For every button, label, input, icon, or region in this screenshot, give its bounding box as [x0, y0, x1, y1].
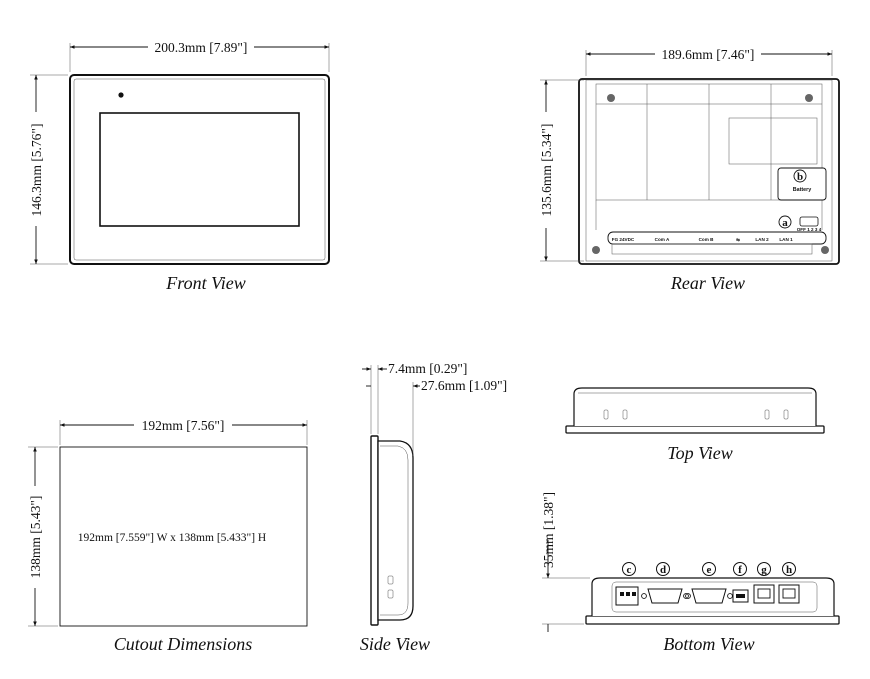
dip-switch: [799, 216, 819, 227]
battery-cover: [777, 167, 827, 201]
marker-g-icon: [757, 562, 771, 576]
side-view-caption: Side View: [360, 634, 430, 654]
rear-screw-icon: [607, 94, 615, 102]
side-bezel: [370, 435, 379, 626]
cutout-note: 192mm [7.559"] W x 138mm [5.433"] H: [78, 532, 266, 544]
db9-port-icon: [691, 588, 727, 604]
cutout-caption: Cutout Dimensions: [114, 634, 253, 654]
rear-screw-icon: [592, 246, 600, 254]
rear-port-label: Com B: [699, 237, 714, 242]
rear-view: b Battery a OFF 1 2 3 4 FG 24VDC Com A C…: [539, 47, 840, 293]
marker-a-label: a: [782, 217, 788, 229]
rj45-port-icon: [753, 584, 775, 604]
rear-port-label: FG 24VDC: [612, 237, 635, 242]
cutout-height-dim: 138mm [5.43"]: [28, 496, 43, 579]
rear-port-strip: [607, 231, 827, 245]
front-height-dim: 146.3mm [5.76"]: [29, 124, 44, 217]
marker-a-icon: [778, 215, 792, 229]
rear-screw-icon: [805, 94, 813, 102]
marker-h-icon: [782, 562, 796, 576]
side-total-depth-dim: 27.6mm [1.09"]: [421, 378, 507, 393]
marker-g-label: g: [761, 564, 767, 576]
marker-d-label: d: [660, 564, 666, 576]
battery-label: Battery: [793, 187, 812, 193]
rear-screw-icon: [821, 246, 829, 254]
db9-port-icon: [647, 588, 683, 604]
top-bezel: [565, 425, 825, 434]
rj45-port-icon: [778, 584, 800, 604]
top-housing: [573, 387, 817, 426]
bottom-view-caption: Bottom View: [663, 634, 754, 654]
bottom-view: c d e f g h 35mm [1.38"] Bottom View: [541, 492, 840, 654]
rear-height-dim: 135.6mm [5.34"]: [539, 124, 554, 217]
side-housing: [377, 440, 414, 621]
marker-f-icon: [733, 562, 747, 576]
front-view-caption: Front View: [165, 273, 246, 293]
marker-e-label: e: [707, 564, 712, 576]
rear-width-dim: 189.6mm [7.46"]: [662, 47, 755, 62]
top-view-caption: Top View: [667, 443, 733, 463]
front-view: 200.3mm [7.89"] 146.3mm [5.76"] Front Vi…: [29, 40, 330, 293]
rear-port-label: LAN 1: [779, 237, 793, 242]
marker-b-label: b: [797, 171, 803, 183]
cutout-width-dim: 192mm [7.56"]: [142, 418, 225, 433]
bottom-bezel: [585, 615, 840, 625]
marker-d-icon: [656, 562, 670, 576]
marker-e-icon: [702, 562, 716, 576]
marker-c-icon: [622, 562, 636, 576]
side-front-depth-dim: 7.4mm [0.29"]: [388, 361, 467, 376]
bottom-markers: c d e f g h: [622, 562, 796, 576]
rear-port-label: Com A: [655, 237, 670, 242]
marker-c-label: c: [627, 564, 632, 576]
rear-view-caption: Rear View: [670, 273, 745, 293]
front-width-dim: 200.3mm [7.89"]: [155, 40, 248, 55]
cutout-view: 192mm [7.56"] 138mm [5.43"] 192mm [7.559…: [28, 418, 308, 654]
usb-icon: ⇋: [736, 237, 741, 242]
marker-f-label: f: [738, 564, 742, 576]
dip-switch-label: OFF 1 2 3 4: [797, 227, 822, 232]
side-view: 7.4mm [0.29"] 27.6mm [1.09"] Side View: [360, 361, 507, 654]
front-led: [118, 92, 124, 98]
cutout-rect: [59, 446, 308, 627]
bottom-height-dim: 35mm [1.38"]: [541, 492, 556, 568]
front-screen: [99, 112, 300, 227]
top-view: Top View: [565, 387, 825, 463]
rear-port-label: LAN 2: [755, 237, 769, 242]
marker-h-label: h: [786, 564, 792, 576]
marker-b-icon: [793, 169, 807, 183]
